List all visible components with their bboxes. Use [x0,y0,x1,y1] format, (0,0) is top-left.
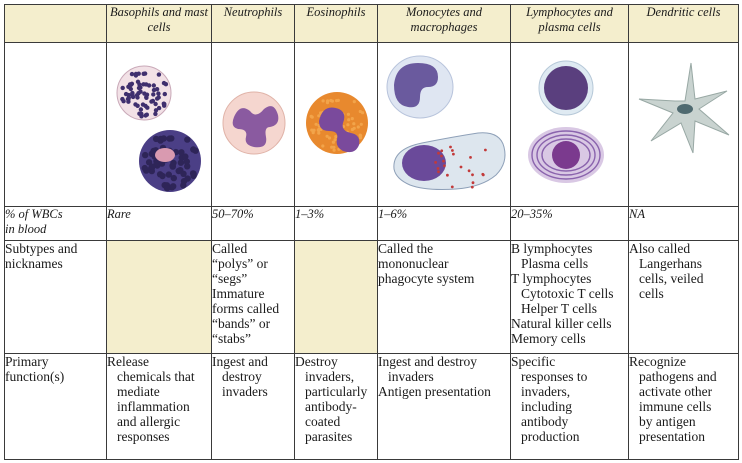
text-line: Memory cells [511,331,586,346]
text-line: Also called [629,241,691,256]
text-line: Recognize [629,354,686,369]
subtypes-row: Subtypes and nicknames Called “polys” or… [4,240,739,354]
image-row-label [4,42,107,207]
basophil-mast-cell-illustration [106,42,212,207]
function-lymphocytes: Specific responses to invaders, includin… [510,353,629,460]
text-line: responses to [521,369,588,384]
text-line: mediate [117,384,160,399]
text-line: phagocyte system [378,271,475,286]
percent-monocytes: 1–6% [377,206,511,241]
image-row [4,42,739,207]
text-line: presentation [639,429,705,444]
text-line: B lymphocytes [511,241,593,256]
header-neutrophils: Neutrophils [211,4,295,43]
text-line: parasites [305,429,353,444]
percent-row: % of WBCs in blood Rare 50–70% 1–3% 1–6%… [4,206,739,241]
subtypes-label-line: nicknames [5,256,63,271]
function-monocytes: Ingest and destroy invaders Antigen pres… [377,353,511,460]
text-line: invaders [388,369,434,384]
subtypes-neutrophils: Called “polys” or “segs” Immature forms … [211,240,295,354]
text-line: Release [107,354,149,369]
text-line: activate other [639,384,713,399]
text-line: responses [117,429,170,444]
percent-eosinophils: 1–3% [294,206,378,241]
percent-row-label: % of WBCs in blood [4,206,107,241]
header-basophils: Basophils and mast cells [106,4,212,43]
text-line: “segs” [212,271,248,286]
function-eosinophils: Destroy invaders, particularly antibody-… [294,353,378,460]
text-line: chemicals that [117,369,195,384]
percent-lymphocytes: 20–35% [510,206,629,241]
subtypes-row-label: Subtypes and nicknames [4,240,107,354]
percent-label-line: in blood [5,222,47,236]
text-line: “stabs” [212,331,251,346]
text-line: invaders [222,384,268,399]
subtypes-monocytes: Called the mononuclear phagocyte system [377,240,511,354]
text-line: Langerhans [639,256,702,271]
text-line: T lymphocytes [511,271,592,286]
function-label-line: function(s) [5,369,65,384]
subtypes-dendritic: Also called Langerhans cells, veiled cel… [628,240,739,354]
header-eosinophils: Eosinophils [294,4,378,43]
subtypes-lymphocytes: B lymphocytes Plasma cells T lymphocytes… [510,240,629,354]
function-row: Primary function(s) Release chemicals th… [4,353,739,460]
eosinophil-illustration [294,42,378,207]
text-line: Destroy [295,354,338,369]
text-line: Cytotoxic T cells [521,286,614,301]
dendritic-cell-illustration [628,42,739,207]
header-lymphocytes: Lymphocytes and plasma cells [510,4,629,43]
header-corner [4,4,107,43]
subtypes-eosinophils-empty [294,240,378,354]
text-line: Ingest and destroy [378,354,477,369]
text-line: and allergic [117,414,181,429]
text-line: production [521,429,580,444]
text-line: mononuclear [378,256,449,271]
lymphocyte-plasma-cell-illustration [510,42,629,207]
header-dendritic: Dendritic cells [628,4,739,43]
text-line: invaders, [521,384,571,399]
text-line: pathogens and [639,369,717,384]
text-line: Immature [212,286,265,301]
wbc-table: Basophils and mast cells Neutrophils Eos… [4,4,739,460]
text-line: destroy [222,369,262,384]
text-line: forms called [212,301,280,316]
text-line: inflammation [117,399,190,414]
header-row: Basophils and mast cells Neutrophils Eos… [4,4,739,43]
percent-neutrophils: 50–70% [211,206,295,241]
function-label-line: Primary [5,354,49,369]
subtypes-basophils-empty [106,240,212,354]
text-line: Specific [511,354,556,369]
text-line: Antigen presentation [378,384,491,399]
text-line: invaders, [305,369,355,384]
text-line: “polys” or [212,256,268,271]
function-dendritic: Recognize pathogens and activate other i… [628,353,739,460]
text-line: immune cells [639,399,712,414]
function-row-label: Primary function(s) [4,353,107,460]
text-line: Plasma cells [521,256,589,271]
text-line: coated [305,414,341,429]
function-neutrophils: Ingest and destroy invaders [211,353,295,460]
percent-dendritic: NA [628,206,739,241]
text-line: including [521,399,572,414]
text-line: Called the [378,241,434,256]
text-line: Helper T cells [521,301,597,316]
percent-label-line: % of WBCs [5,207,63,221]
text-line: cells, veiled [639,271,704,286]
monocyte-macrophage-illustration [377,42,511,207]
percent-basophils: Rare [106,206,212,241]
text-line: by antigen [639,414,696,429]
text-line: antibody- [305,399,357,414]
header-monocytes: Monocytes and macrophages [377,4,511,43]
text-line: Called [212,241,248,256]
text-line: Natural killer cells [511,316,612,331]
subtypes-label-line: Subtypes and [5,241,78,256]
text-line: Ingest and [212,354,268,369]
function-basophils: Release chemicals that mediate inflammat… [106,353,212,460]
text-line: cells [639,286,664,301]
text-line: “bands” or [212,316,271,331]
neutrophil-illustration [211,42,295,207]
text-line: particularly [305,384,368,399]
text-line: antibody [521,414,569,429]
